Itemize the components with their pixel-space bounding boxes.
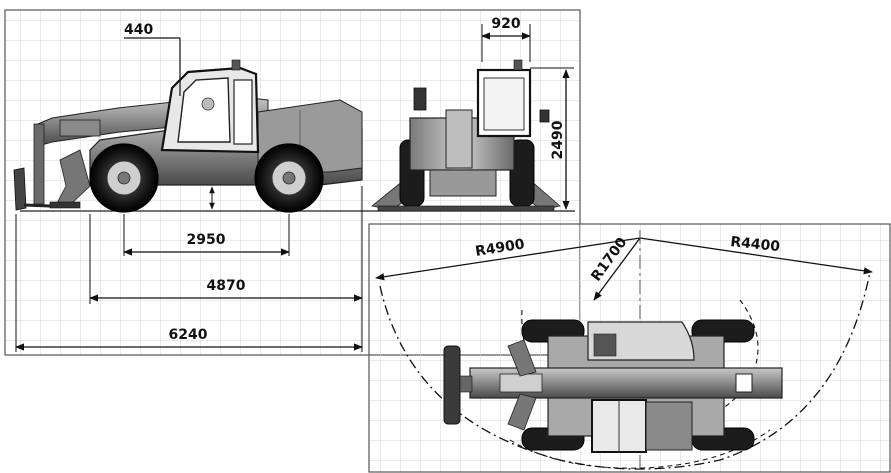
- overall-length-label: 6240: [169, 327, 208, 343]
- left-mirror: [413, 87, 427, 111]
- rear-view-machine: [371, 59, 561, 212]
- fork-carriage-top: [443, 345, 461, 425]
- outer-front-radius-line: [375, 237, 641, 281]
- cab-window: [177, 77, 231, 143]
- side-view-panel: 440 2950 4870 6240: [4, 9, 581, 356]
- front-wheel: [89, 143, 159, 213]
- boom-pivot: [735, 373, 753, 393]
- engine-vent: [593, 333, 617, 357]
- cab-offset-label: 440: [124, 22, 153, 38]
- outer-rear-radius-line: [639, 237, 873, 275]
- top-view-machine: [443, 319, 783, 453]
- fork-tine: [23, 203, 51, 208]
- right-mirror: [539, 109, 550, 123]
- rear-grille: [445, 109, 473, 169]
- stabiliser-pad: [49, 201, 81, 209]
- wheelbase-label: 2950: [187, 232, 226, 248]
- rear-counterweight: [429, 169, 497, 197]
- outer-front-radius-label: R4900: [474, 236, 526, 260]
- counterweight-top: [645, 401, 693, 451]
- operator-seat-icon: [201, 97, 215, 111]
- rear-base: [377, 205, 555, 212]
- boom-head-top: [499, 373, 543, 393]
- rear-cab-window: [483, 77, 525, 131]
- rear-wheel: [254, 143, 324, 213]
- rear-beacon-light: [513, 59, 523, 71]
- boom-head: [59, 119, 101, 137]
- height-label: 2490: [550, 120, 566, 159]
- fork-carriage: [33, 123, 45, 205]
- fork: [13, 167, 27, 211]
- stabiliser-left-top: [507, 339, 537, 377]
- beacon-light: [231, 59, 241, 71]
- outer-rear-radius-label: R4400: [730, 234, 781, 255]
- inner-turning-arc: [521, 299, 759, 433]
- inner-radius-line: [593, 237, 641, 301]
- chassis-length-label: 4870: [207, 278, 246, 294]
- top-view-panel: R4900 R4400 R1700: [368, 223, 891, 473]
- cab-rear-window: [233, 79, 253, 145]
- stabiliser-right-top: [507, 393, 537, 431]
- width-label: 920: [491, 16, 520, 32]
- side-view-machine: [13, 59, 363, 213]
